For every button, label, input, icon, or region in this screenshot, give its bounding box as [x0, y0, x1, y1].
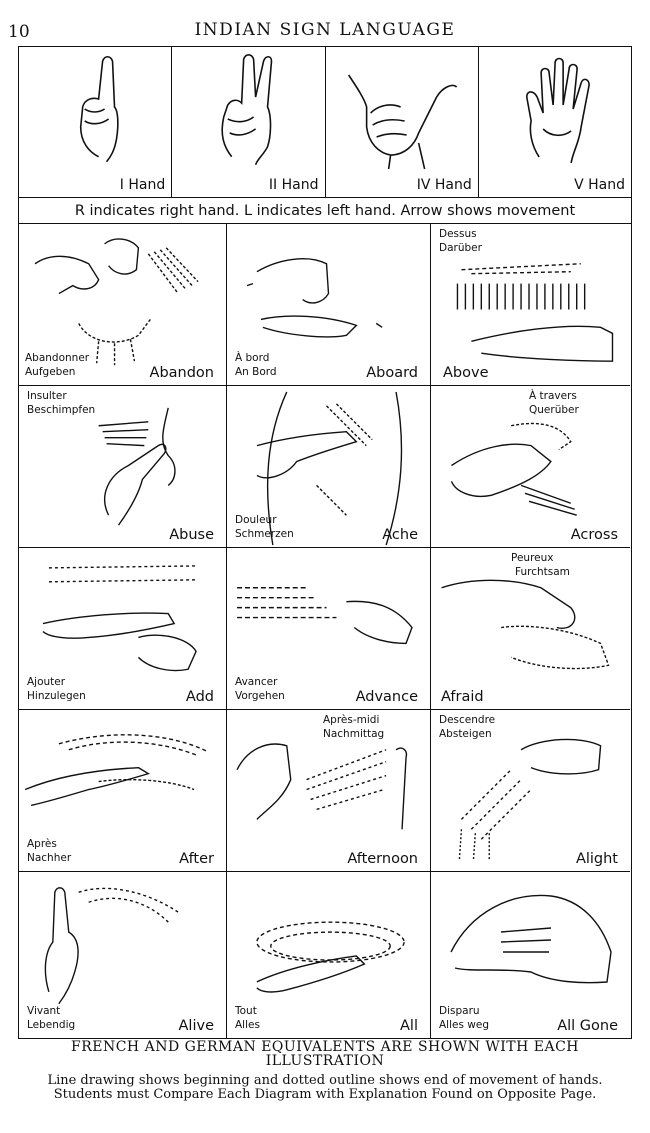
hands-all-icon — [256, 921, 405, 993]
french-label: Avancer — [235, 676, 278, 688]
german-label: Nachmittag — [323, 728, 385, 740]
hand-label: I Hand — [119, 177, 166, 193]
english-label: Abandon — [149, 365, 214, 381]
one-finger-hand-icon — [79, 55, 119, 163]
legend: R indicates right hand. L indicates left… — [19, 198, 631, 224]
french-label: Peureux — [511, 552, 554, 564]
sign-cell-all-gone: Disparu Alles weg All Gone — [431, 872, 630, 1038]
hand-shape-cell: V Hand — [479, 47, 631, 197]
footer-note: Line drawing shows beginning and dotted … — [47, 1073, 603, 1088]
hands-aboard-icon — [246, 258, 383, 338]
sign-cell-alive: Vivant Lebendig Alive — [19, 872, 227, 1038]
hands-abuse-icon — [98, 407, 176, 526]
hands-after-icon — [24, 734, 209, 807]
german-label: Beschimpfen — [27, 404, 96, 416]
french-label: Douleur — [235, 514, 277, 526]
sign-grid: Abandonner Aufgeben Abandon À bord An Bo… — [19, 224, 631, 1038]
sign-cell-add: Ajouter Hinzulegen Add — [19, 548, 227, 710]
german-label: Darüber — [439, 242, 482, 254]
english-label: Above — [443, 365, 489, 381]
sign-cell-advance: Avancer Vorgehen Advance — [227, 548, 431, 710]
french-label: À bord — [235, 352, 270, 364]
page-number: 10 — [8, 22, 30, 42]
footer-heading: FRENCH AND GERMAN EQUIVALENTS ARE SHOWN … — [70, 1039, 580, 1069]
english-label: Add — [185, 689, 214, 705]
english-label: Across — [570, 527, 618, 543]
french-label: Dessus — [439, 228, 477, 240]
hands-afraid-icon — [441, 579, 610, 670]
sign-cell-abandon: Abandonner Aufgeben Abandon — [19, 224, 227, 386]
french-label: À travers — [529, 390, 577, 402]
german-label: Vorgehen — [235, 690, 285, 702]
page-header: 10 INDIAN SIGN LANGUAGE — [0, 18, 650, 46]
sign-cell-above: Dessus Darüber Above — [431, 224, 630, 386]
hands-above-icon — [456, 263, 614, 362]
english-label: Alight — [575, 851, 618, 867]
french-label: Vivant — [27, 1005, 61, 1017]
thumb-finger-hand-icon — [347, 74, 457, 170]
sign-cell-after: Après Nachher After — [19, 710, 227, 872]
hands-across-icon — [450, 422, 577, 516]
hands-advance-icon — [237, 587, 413, 645]
hand-label: IV Hand — [416, 177, 472, 193]
german-label: Alles — [235, 1019, 260, 1031]
french-label: Abandonner — [25, 352, 90, 364]
german-label: Schmerzen — [235, 528, 294, 540]
sign-cell-all: Tout Alles All — [227, 872, 431, 1038]
english-label: All — [400, 1018, 418, 1034]
two-finger-hand-icon — [221, 53, 273, 166]
german-label: Hinzulegen — [27, 690, 86, 702]
english-label: Afternoon — [347, 851, 418, 867]
german-label: Furchtsam — [515, 566, 570, 578]
sign-cell-afternoon: Après-midi Nachmittag Afternoon — [227, 710, 431, 872]
sign-chart: I Hand II Hand IV Hand V Hand R — [18, 46, 632, 1039]
hands-afternoon-icon — [236, 743, 408, 830]
german-label: Absteigen — [439, 728, 492, 740]
open-palm-hand-icon — [525, 57, 590, 164]
hands-alight-icon — [458, 738, 602, 862]
german-label: An Bord — [235, 366, 277, 378]
footer: FRENCH AND GERMAN EQUIVALENTS ARE SHOWN … — [0, 1040, 650, 1102]
english-label: After — [179, 851, 214, 867]
hand-shapes-row: I Hand II Hand IV Hand V Hand — [19, 47, 631, 198]
english-label: Afraid — [441, 689, 484, 705]
sign-cell-abuse: Insulter Beschimpfen Abuse — [19, 386, 227, 548]
legend-text: R indicates right hand. L indicates left… — [74, 202, 576, 219]
hand-shape-cell: IV Hand — [326, 47, 479, 197]
sign-cell-alight: Descendre Absteigen Alight — [431, 710, 630, 872]
english-label: Advance — [355, 689, 418, 705]
hand-shape-cell: II Hand — [172, 47, 326, 197]
english-label: Alive — [178, 1018, 214, 1034]
sign-cell-aboard: À bord An Bord Aboard — [227, 224, 431, 386]
hand-label: II Hand — [268, 177, 319, 193]
german-label: Aufgeben — [25, 366, 76, 378]
sign-cell-afraid: Peureux Furchtsam Afraid — [431, 548, 630, 710]
french-label: Disparu — [439, 1005, 480, 1017]
page-title: INDIAN SIGN LANGUAGE — [194, 20, 456, 40]
german-label: Alles weg — [439, 1019, 489, 1031]
french-label: Insulter — [27, 390, 67, 402]
french-label: Après-midi — [323, 714, 380, 726]
english-label: Ache — [382, 527, 418, 543]
english-label: Aboard — [366, 365, 418, 381]
french-label: Après — [27, 838, 57, 850]
german-label: Nachher — [27, 852, 72, 864]
english-label: All Gone — [557, 1018, 618, 1034]
footer-instruction: Students must Compare Each Diagram with … — [53, 1087, 597, 1102]
hands-add-icon — [42, 565, 199, 672]
english-label: Abuse — [169, 527, 214, 543]
german-label: Querüber — [529, 404, 579, 416]
hand-label: V Hand — [574, 177, 625, 193]
sign-cell-across: À travers Querüber Across — [431, 386, 630, 548]
french-label: Descendre — [439, 714, 496, 726]
hands-ache-icon — [256, 391, 403, 546]
french-label: Ajouter — [27, 676, 66, 688]
hands-all-gone-icon — [450, 894, 612, 984]
french-label: Tout — [235, 1005, 257, 1017]
sign-cell-ache: Douleur Schmerzen Ache — [227, 386, 431, 548]
hand-shape-cell: I Hand — [19, 47, 173, 197]
hands-alive-icon — [44, 887, 179, 1005]
german-label: Lebendig — [27, 1019, 76, 1031]
hands-abandon-icon — [34, 238, 199, 366]
